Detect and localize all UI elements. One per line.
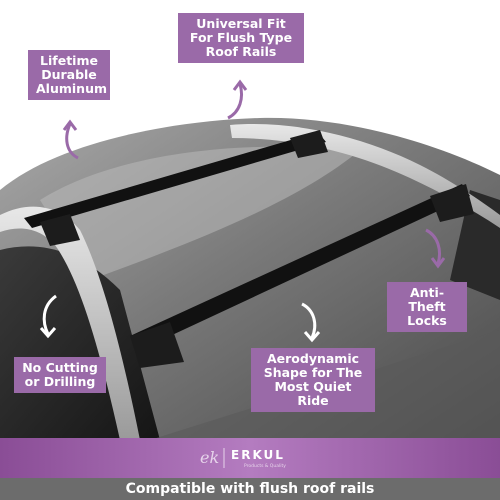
front-crossbar bbox=[130, 184, 474, 368]
arrow-universal-icon bbox=[227, 79, 248, 120]
callout-universal-fit: Universal Fit For Flush Type Roof Rails bbox=[178, 13, 304, 63]
brand-name: ERKUL bbox=[231, 448, 285, 462]
callout-aerodynamic: Aerodynamic Shape for The Most Quiet Rid… bbox=[251, 348, 375, 412]
roof-highlight bbox=[40, 146, 360, 280]
brand-logo: ek ERKUL Products & Quality bbox=[200, 448, 286, 469]
callout-anti-theft-locks: Anti-Theft Locks bbox=[387, 282, 467, 332]
left-roof-rail bbox=[0, 206, 140, 440]
car-roof-illustration bbox=[0, 117, 500, 440]
arrow-antitheft-icon bbox=[425, 228, 446, 269]
rear-crossbar bbox=[24, 130, 328, 246]
brand-tagline: Products & Quality bbox=[244, 463, 286, 469]
arrow-aero-icon bbox=[301, 302, 321, 343]
callout-lifetime-aluminum: Lifetime Durable Aluminum bbox=[28, 50, 110, 100]
right-roof-rail bbox=[230, 124, 500, 228]
arrow-nocutting-icon bbox=[39, 294, 57, 339]
brand-monogram: ek bbox=[200, 448, 219, 467]
footer-caption: Compatible with flush roof rails bbox=[0, 478, 500, 500]
arrow-lifetime-icon bbox=[62, 119, 79, 160]
callout-no-cutting: No Cutting or Drilling bbox=[14, 357, 106, 393]
brand-band bbox=[0, 438, 500, 478]
